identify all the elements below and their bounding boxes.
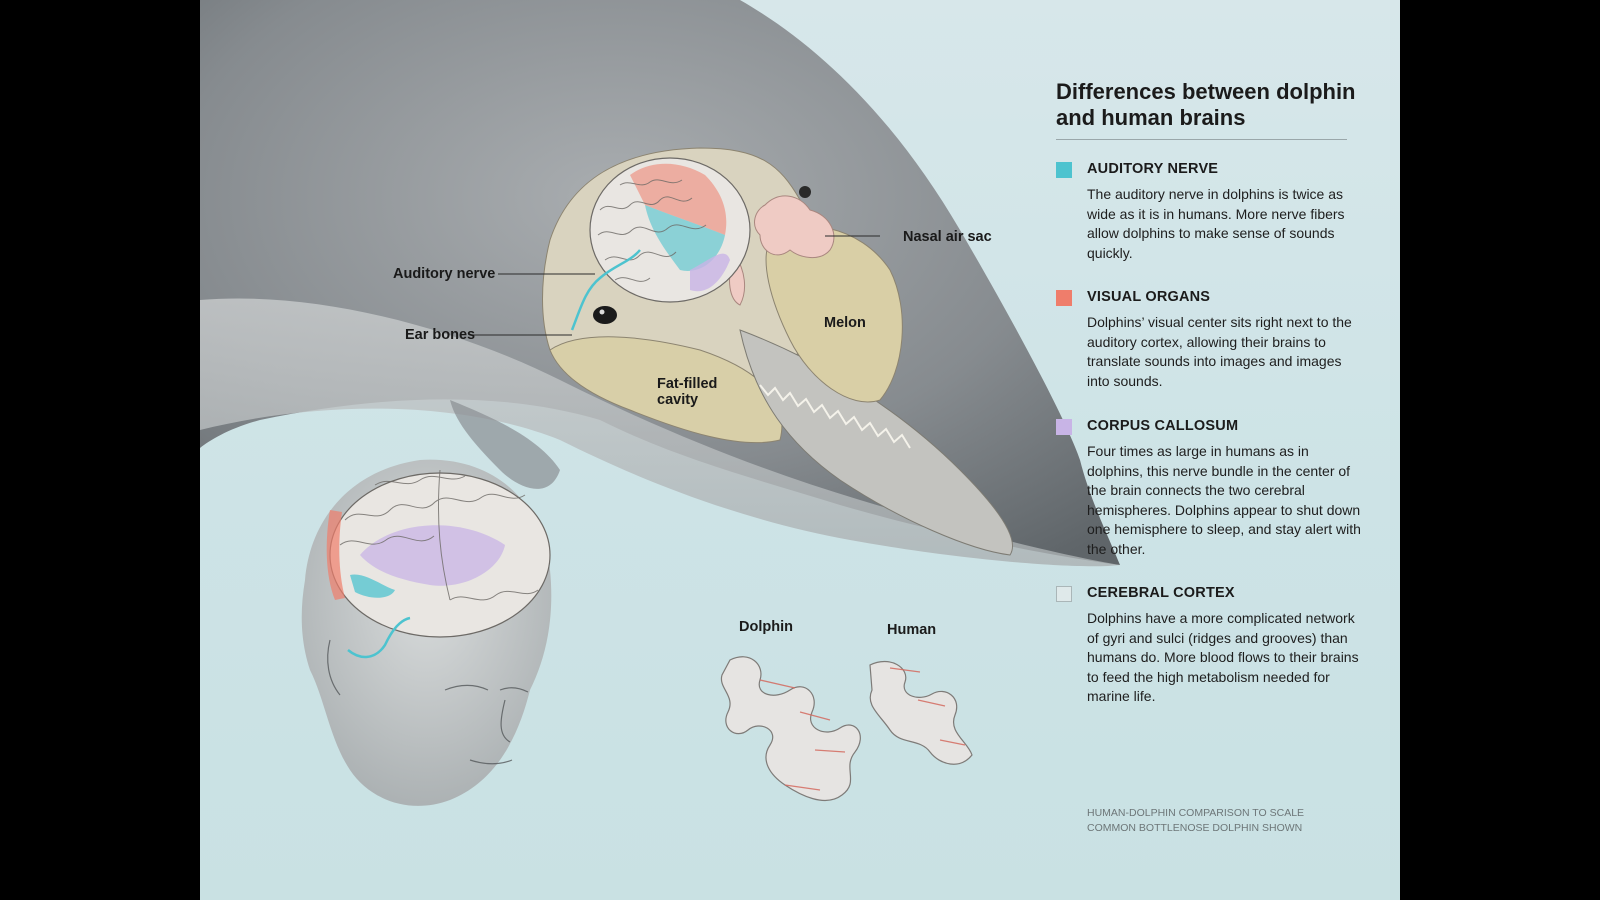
dolphin-callosum-region [690, 253, 730, 292]
legend-text: Dolphins have a more complicated network… [1087, 610, 1359, 704]
human-brain-folds [339, 469, 539, 601]
legend-heading: CORPUS CALLOSUM [1087, 418, 1239, 434]
teeth [759, 384, 911, 449]
infographic-panel: Auditory nerve Ear bones Fat-filled cavi… [200, 0, 1400, 900]
footnote-line2: COMMON BOTTLENOSE DOLPHIN SHOWN [1087, 822, 1303, 834]
dolphin-brain-folds [597, 179, 707, 282]
label-fat-filled-cavity-line1: Fat-filled [657, 376, 718, 392]
footnote-line1: HUMAN-DOLPHIN COMPARISON TO SCALE [1087, 807, 1305, 819]
human-auditory-nerve [347, 616, 411, 659]
dolphin-auditory-region [645, 205, 725, 271]
melon [765, 226, 903, 403]
legend-heading: CEREBRAL CORTEX [1087, 585, 1235, 601]
label-fat-filled-cavity-line2: cavity [657, 392, 699, 408]
legend-text: The auditory nerve in dolphins is twice … [1087, 186, 1345, 261]
label-auditory-nerve: Auditory nerve [393, 266, 496, 282]
label-melon: Melon [824, 315, 866, 331]
dolphin-cortex-vessels [759, 679, 846, 791]
human-auditory-region [350, 574, 395, 598]
label-human-section: Human [887, 622, 937, 638]
swatch-cerebral-cortex [1056, 586, 1072, 602]
legend-heading: AUDITORY NERVE [1087, 161, 1219, 177]
footnote: HUMAN-DOLPHIN COMPARISON TO SCALE COMMON… [1087, 806, 1347, 836]
label-ear-bones: Ear bones [405, 327, 476, 343]
legend-text: Dolphins’ visual center sits right next … [1087, 314, 1352, 389]
page-title: Differences between dolphin and human br… [1056, 79, 1356, 130]
legend-text: Four times as large in humans as in dolp… [1087, 443, 1361, 557]
illustration [200, 0, 1120, 806]
nasal-air-sac [754, 195, 835, 258]
fat-filled-cavity [549, 336, 783, 444]
dolphin-belly [200, 298, 1120, 567]
human-cortex-vessels [889, 667, 966, 746]
human-cortex-section [869, 660, 973, 765]
swatch-corpus-callosum [1056, 419, 1072, 435]
dolphin-flipper [450, 400, 560, 489]
label-nasal-air-sac: Nasal air sac [903, 229, 992, 245]
callout-lines [472, 235, 880, 336]
swatch-visual-organs [1056, 290, 1072, 306]
dolphin-auditory-nerve [570, 249, 641, 331]
title-divider [1056, 139, 1347, 140]
human-visual-region [326, 510, 345, 600]
human-face [327, 639, 529, 765]
dolphin-visual-region [630, 163, 727, 235]
dolphin-cortex-section [720, 656, 861, 802]
blowhole [799, 186, 811, 198]
swatch-auditory-nerve [1056, 162, 1072, 178]
label-dolphin-section: Dolphin [739, 619, 793, 635]
human-callosum-region [360, 525, 505, 586]
label-fat-filled-cavity: Fat-filled cavity [657, 376, 717, 408]
legend-heading: VISUAL ORGANS [1087, 289, 1211, 305]
dolphin-eye [593, 306, 617, 324]
